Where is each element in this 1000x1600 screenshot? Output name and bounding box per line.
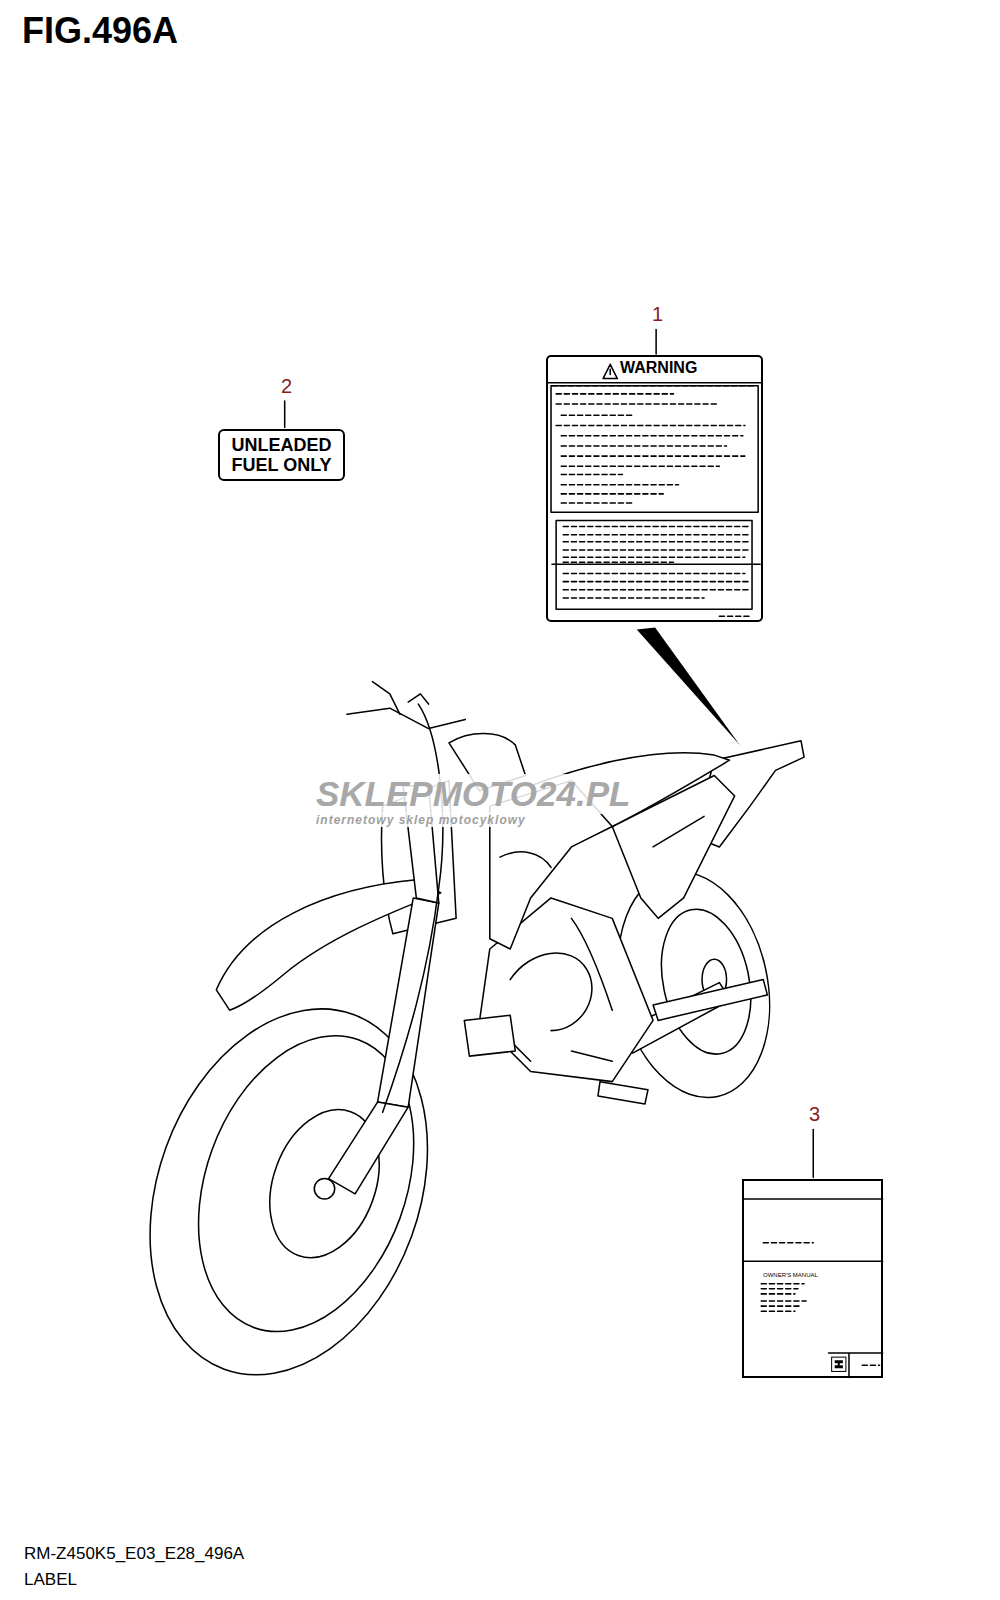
label-text: UNLEADED FUEL ONLY bbox=[225, 435, 338, 475]
watermark: SKLEPMOTO24.PL bbox=[314, 774, 632, 814]
text-dash-line bbox=[563, 589, 750, 591]
leader-line bbox=[655, 330, 657, 354]
header-rule bbox=[548, 382, 761, 384]
text-dash-line bbox=[561, 493, 663, 495]
label-text: OWNER'S MANUAL bbox=[763, 1271, 818, 1279]
owners-manual: OWNER'S MANUAL bbox=[742, 1179, 883, 1378]
text-dash-line bbox=[563, 526, 750, 528]
fuel-label: UNLEADED FUEL ONLY bbox=[218, 429, 345, 481]
text-dash-line bbox=[563, 573, 745, 575]
callout-number: 2 bbox=[279, 375, 294, 398]
brand-logo-mark bbox=[835, 1360, 843, 1368]
drawing-code: RM-Z450K5_E03_E28_496A bbox=[22, 1544, 246, 1564]
text-dash-line bbox=[561, 502, 632, 504]
text-dash-line bbox=[761, 1283, 804, 1285]
leader-line bbox=[284, 401, 286, 428]
text-dash-line bbox=[563, 561, 673, 563]
text-dash-line bbox=[761, 1300, 806, 1302]
text-dash-line bbox=[552, 385, 753, 387]
text-dash-line bbox=[761, 1305, 801, 1307]
text-dash-line bbox=[563, 549, 750, 551]
text-dash-line bbox=[563, 556, 745, 558]
text-dash-line bbox=[761, 1310, 795, 1312]
text-dash-line bbox=[556, 425, 745, 427]
label-text: WARNING bbox=[620, 359, 697, 377]
text-dash-line bbox=[761, 1293, 795, 1295]
text-dash-line bbox=[556, 403, 719, 405]
text-dash-line bbox=[561, 484, 678, 486]
label-details bbox=[548, 364, 883, 1377]
text-dash-line bbox=[561, 455, 745, 457]
text-dash-line bbox=[763, 1242, 813, 1244]
text-dash-line bbox=[561, 435, 743, 437]
brand-logo bbox=[832, 1357, 846, 1371]
leader-lines bbox=[285, 330, 814, 1178]
warning-triangle bbox=[603, 364, 617, 378]
text-dash-line bbox=[563, 597, 704, 599]
text-dash-line bbox=[561, 474, 622, 476]
text-dash-line bbox=[561, 415, 632, 417]
text-dash-line bbox=[719, 616, 752, 618]
text-frame bbox=[551, 386, 758, 513]
text-dash-line bbox=[561, 466, 719, 468]
pointer-wedge bbox=[637, 628, 740, 745]
text-dash-line bbox=[563, 534, 750, 536]
manual-rules bbox=[743, 1199, 883, 1378]
motorcycle-drawing bbox=[101, 682, 804, 1414]
figure-title: FIG.496A bbox=[22, 10, 178, 52]
figure-caption: LABEL bbox=[22, 1570, 79, 1590]
text-dash-line bbox=[563, 541, 750, 543]
callout-number: 1 bbox=[650, 303, 665, 326]
callout-number: 3 bbox=[807, 1103, 822, 1126]
divider-rule bbox=[552, 564, 760, 566]
text-dash-line bbox=[563, 581, 750, 583]
text-dash-line bbox=[561, 445, 726, 447]
text-dash-line bbox=[862, 1365, 879, 1367]
leader-line bbox=[813, 1130, 815, 1178]
text-dash-line bbox=[556, 393, 673, 395]
watermark-subtitle: internetowy sklep motocyklowy bbox=[314, 813, 528, 827]
warning-label: WARNING bbox=[546, 355, 763, 622]
text-dash-line bbox=[761, 1288, 798, 1290]
